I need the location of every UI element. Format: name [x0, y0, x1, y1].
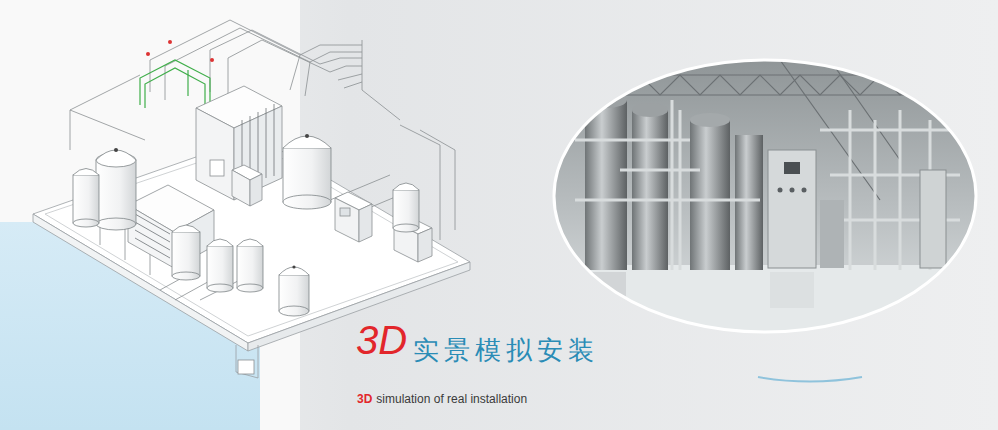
heading-text: 实景模拟安装 — [413, 337, 599, 363]
heading-accent: 3D — [356, 320, 407, 360]
subheading-text: simulation of real installation — [376, 393, 527, 405]
subheading-accent: 3D — [357, 393, 372, 405]
